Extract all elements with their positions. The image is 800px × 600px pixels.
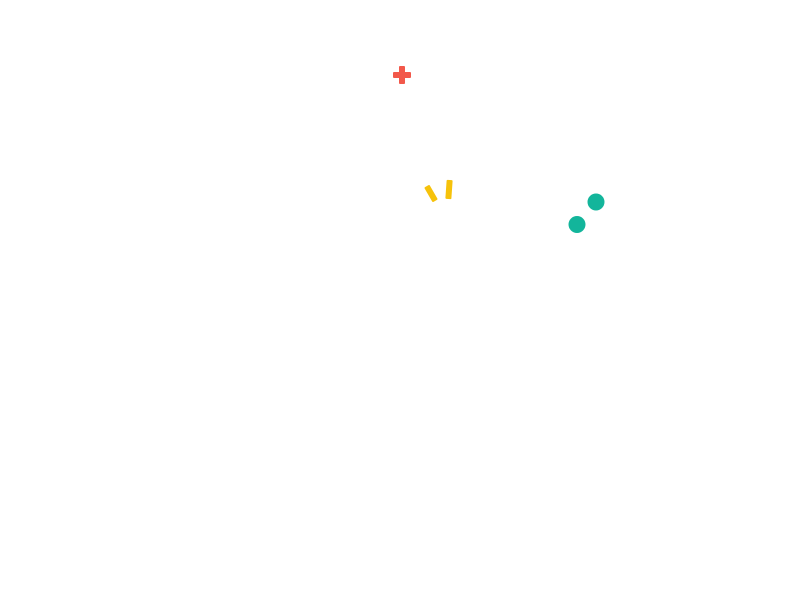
confetti-bar-icon bbox=[445, 179, 453, 200]
plus-horizontal-stroke bbox=[393, 72, 411, 78]
confetti-bar-icon bbox=[424, 185, 438, 202]
plus-icon bbox=[393, 66, 411, 84]
dot-icon bbox=[568, 216, 586, 233]
dot-icon bbox=[587, 193, 605, 211]
